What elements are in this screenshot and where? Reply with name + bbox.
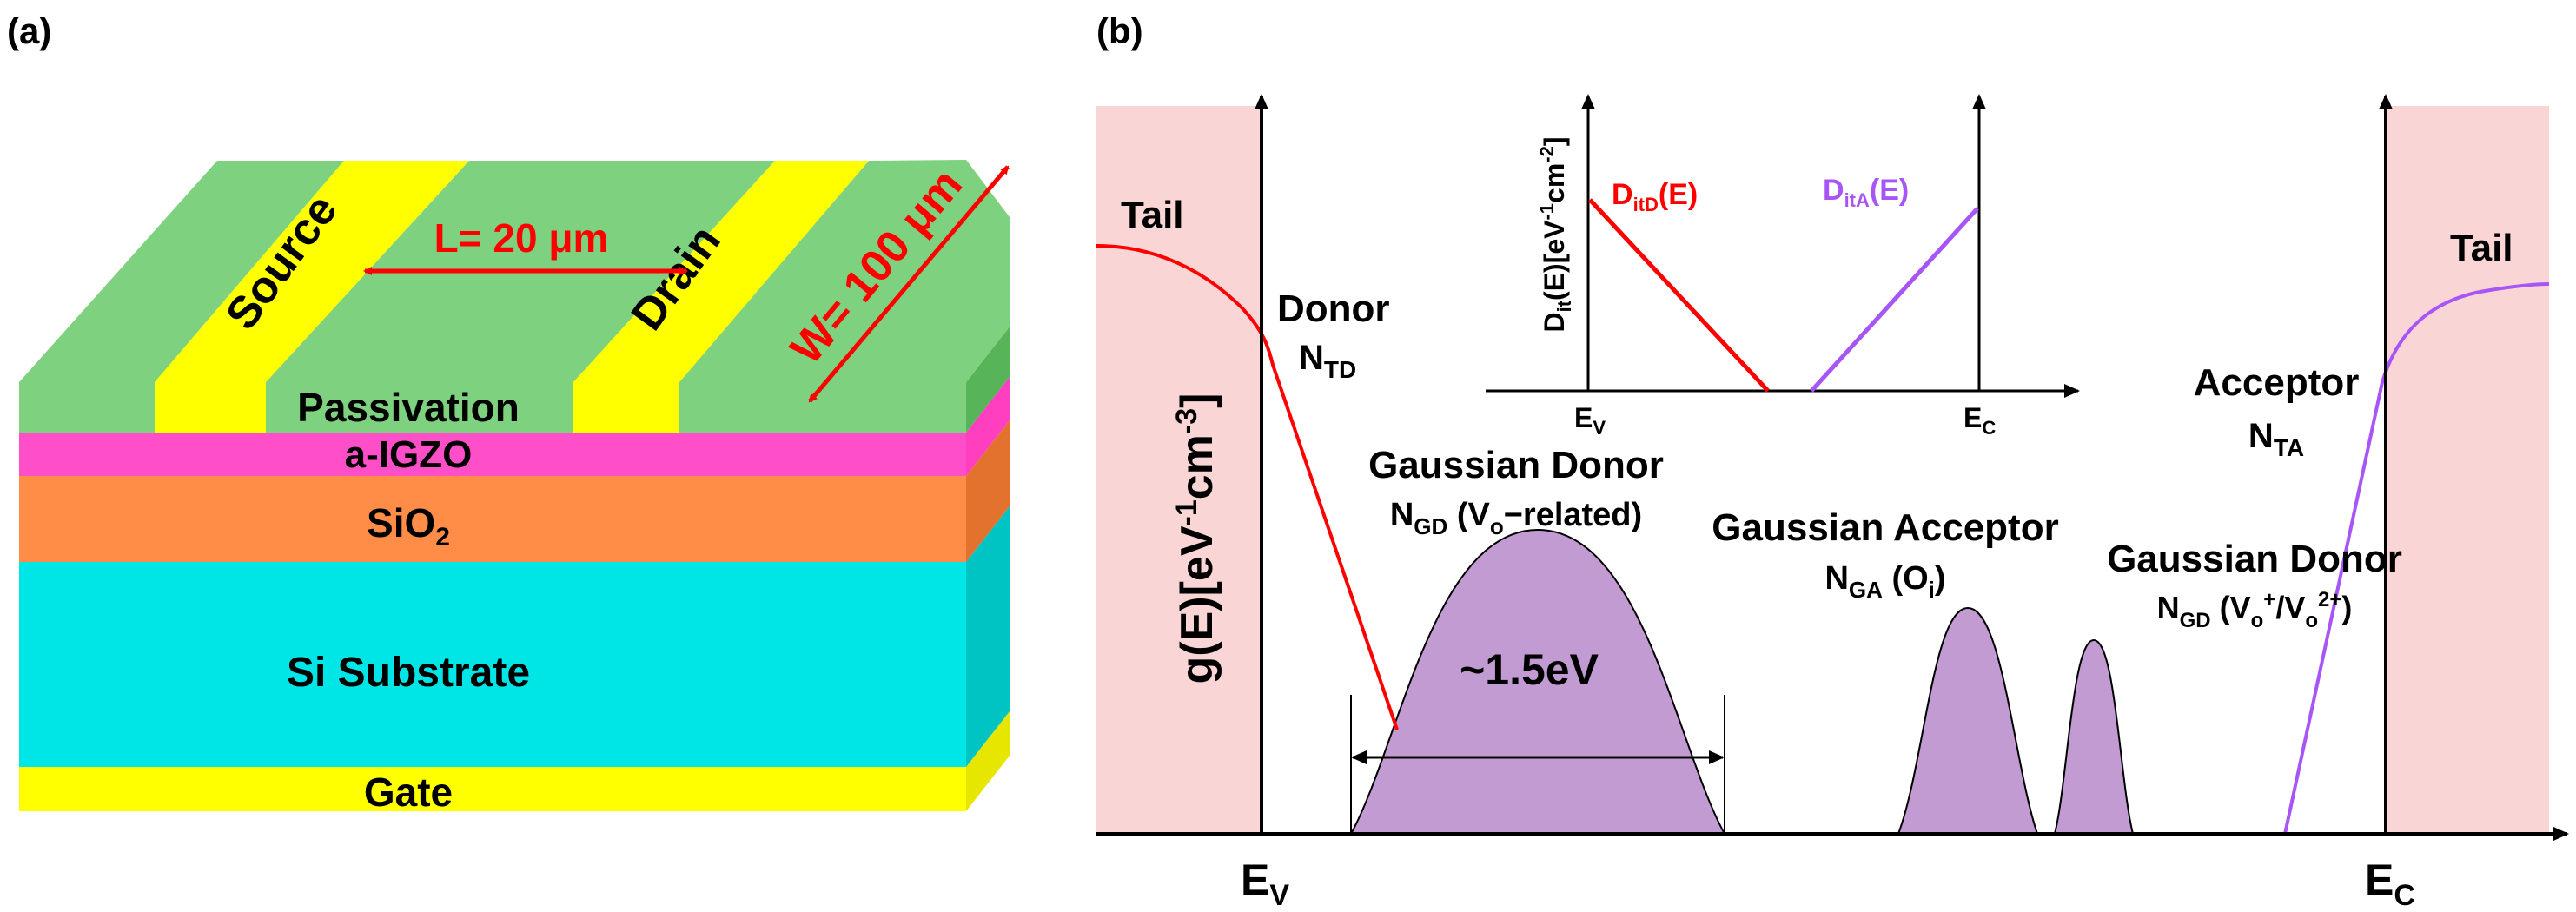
panel-a: (a) Passivation a-IGZO SiO2 Si Substrate… [7,10,1010,815]
gd2-title: Gaussian Donor [2107,538,2402,580]
nta-label: NTA [2248,417,2304,461]
gaussian-donor-vo2-peak [2053,638,2135,835]
donor-label: Donor [1277,287,1390,330]
igzo-label: a-IGZO [345,433,473,476]
inset-ev-label: EV [1574,402,1606,439]
tail-region-left [1096,106,1262,834]
drain-front [573,382,679,433]
acceptor-tail-curve [2283,282,2550,835]
y-axis-label: g(E)[eV-1cm-3] [1170,393,1222,684]
length-label: L= 20 μm [434,215,609,261]
acceptor-label: Acceptor [2194,361,2360,404]
dita-line [1810,207,1979,393]
ev-label: EV [1241,856,1289,912]
gate-side [966,711,1010,811]
dita-label: DitA(E) [1823,174,1909,211]
source-top [155,161,469,382]
ga-title: Gaussian Acceptor [1712,506,2058,549]
gd1-sub: NGD (Vo−related) [1390,497,1642,539]
tail-right-label: Tail [2450,227,2513,269]
panel-b: (b) ~1.5eV EV EC g(E)[eV-1cm-3] Tail Tai… [1096,10,2569,912]
ditd-line [1588,198,1770,393]
passivation-top-left [19,161,344,382]
substrate-side [966,506,1010,767]
donor-tail-curve [1096,244,1399,730]
passivation-label: Passivation [297,385,520,430]
substrate-layer [19,562,966,767]
inset-ec-label: EC [1963,402,1996,439]
ditd-label: DitD(E) [1612,178,1698,215]
dit-inset: DitD(E) DitA(E) EV EC Dit(E)[eV-1cm-2] [1486,94,2080,439]
sio2-label: SiO2 [367,500,450,552]
width-label: ~1.5eV [1460,645,1599,694]
width-arrow [808,165,1010,403]
gd1-title: Gaussian Donor [1368,444,1664,486]
gate-label: Gate [364,770,453,815]
sio2-layer [19,476,966,562]
panel-b-label: (b) [1096,10,1143,51]
substrate-label: Si Substrate [287,650,530,696]
sio2-side [966,420,1010,562]
igzo-layer [19,433,966,476]
gaussian-acceptor-oi-peak [1897,606,2039,835]
inset-y-axis-label: Dit(E)[eV-1cm-2] [1536,136,1575,332]
drain-top [573,161,869,382]
tail-left-label: Tail [1121,194,1184,236]
ec-label: EC [2365,856,2415,912]
source-front [155,382,266,433]
ga-sub: NGA (Oi) [1824,560,1945,603]
gate-layer [19,767,966,811]
tail-region-right [2386,106,2549,834]
gd2-sub: NGD (Vo+/Vo2+) [2157,588,2353,632]
panel-a-label: (a) [7,10,51,51]
ntd-label: NTD [1299,339,1356,383]
